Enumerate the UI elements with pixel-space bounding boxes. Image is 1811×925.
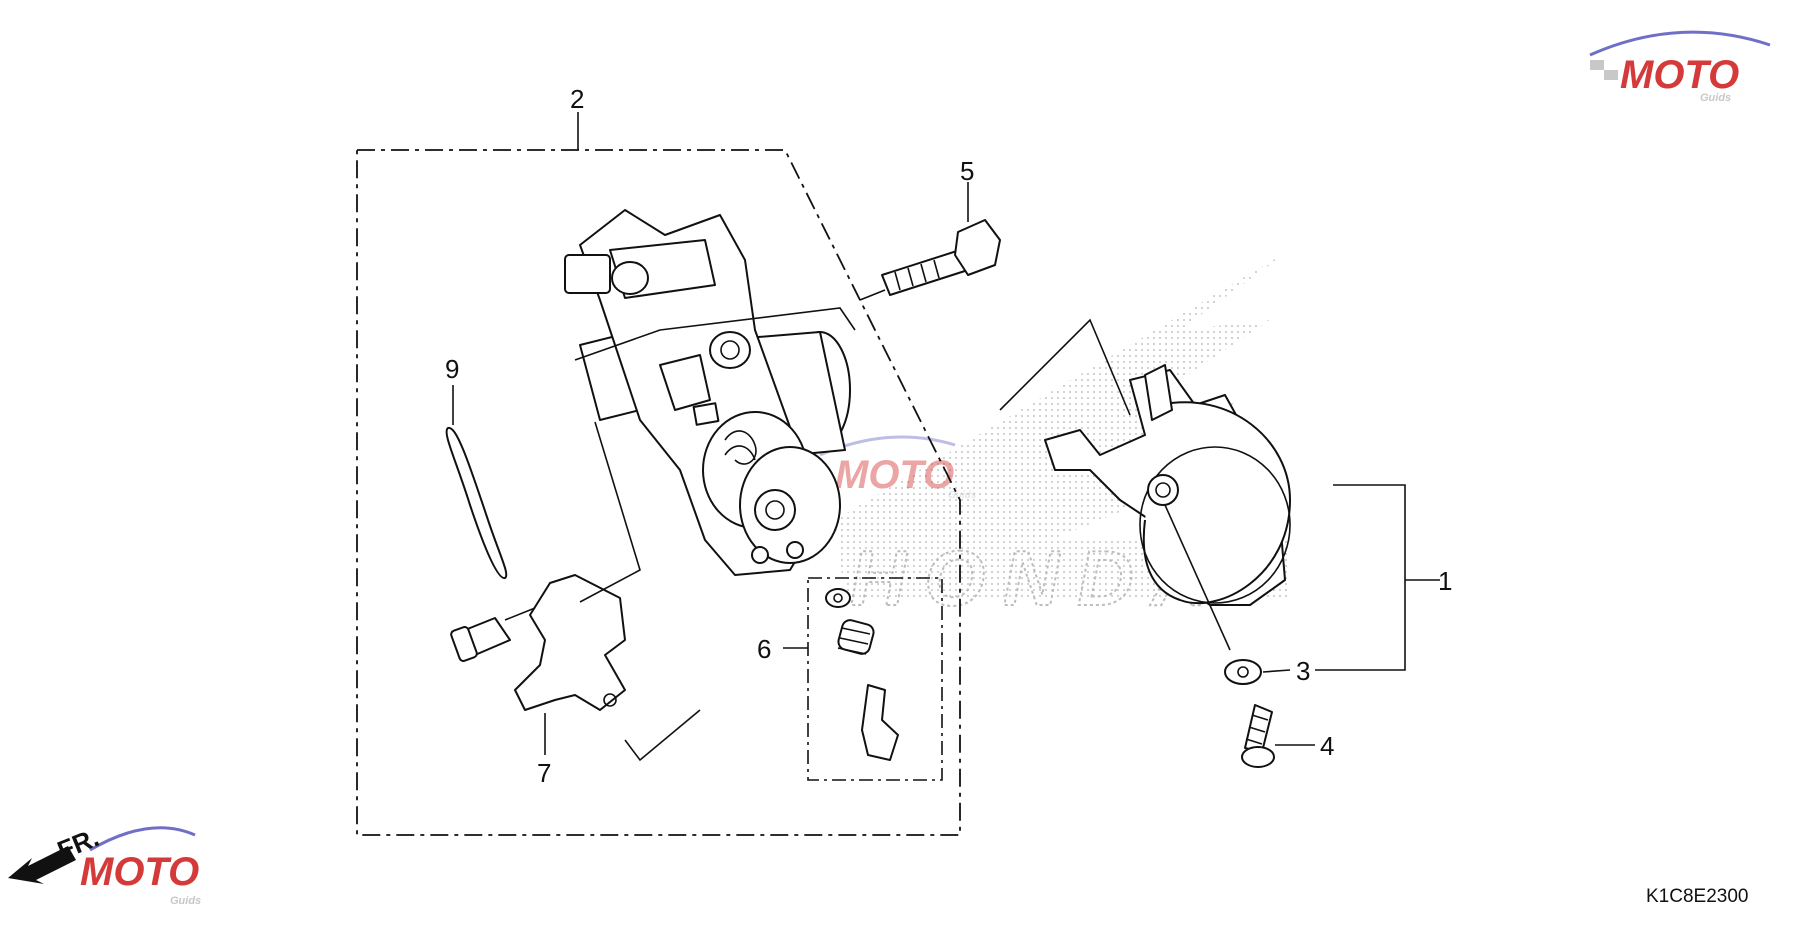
- assembly-boundary-2: [356, 149, 961, 836]
- callout-2: 2: [570, 84, 584, 114]
- part-7-bracket: [450, 574, 626, 711]
- moto-logo-bottom-text: MOTO: [80, 850, 199, 894]
- moto-guids-logo-bottom: MOTO Guids: [80, 826, 201, 907]
- guids-logo-center-text: Guids: [948, 490, 977, 501]
- throttle-body: [564, 209, 851, 576]
- moto-logo-center-text: MOTO: [835, 453, 954, 497]
- callout-9: 9: [445, 354, 459, 384]
- callout-5: 5: [960, 156, 974, 186]
- guids-logo-text: Guids: [1700, 92, 1731, 104]
- callout-1: 1: [1438, 566, 1452, 596]
- moto-logo-text: MOTO: [1620, 53, 1739, 97]
- assembly-boundary-6: [807, 577, 943, 781]
- part-1-cover: [1044, 364, 1291, 606]
- guids-logo-bottom-text: Guids: [170, 895, 201, 907]
- callout-6: 6: [757, 634, 771, 664]
- part-3-washer: [1224, 659, 1262, 685]
- part-6-screw-set: [825, 588, 899, 761]
- callout-7: 7: [537, 758, 551, 788]
- part-9-gasket: [445, 426, 508, 579]
- callout-4: 4: [1320, 731, 1334, 761]
- drawing-code: K1C8E2300: [1646, 886, 1748, 907]
- part-4-screw: [1241, 704, 1275, 768]
- callout-3: 3: [1296, 656, 1310, 686]
- moto-guids-logo-top: MOTO Guids: [1589, 30, 1771, 104]
- part-5-bolt: [881, 219, 1001, 296]
